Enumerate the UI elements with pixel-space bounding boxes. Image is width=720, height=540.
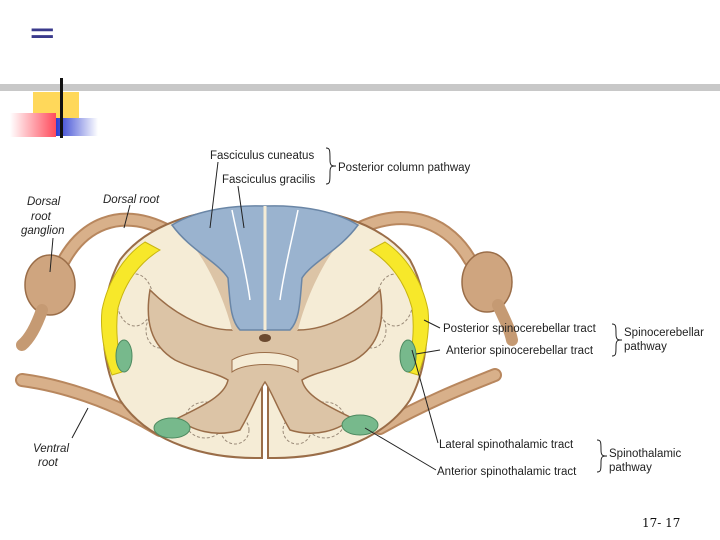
dorsal-root-right bbox=[353, 211, 477, 267]
anterior-fissure bbox=[231, 352, 299, 374]
ganglion-root-right bbox=[492, 299, 518, 346]
label-spinocerebellar-pathway-2: pathway bbox=[624, 341, 667, 353]
leader-lines bbox=[49, 147, 623, 473]
gray-matter bbox=[147, 268, 383, 434]
cuneatus-gracilis-divider-right bbox=[279, 209, 299, 301]
label-dorsal-root-ganglion-2: root bbox=[31, 211, 52, 223]
label-spinothalamic-pathway-1: Spinothalamic bbox=[609, 448, 681, 460]
label-lateral-spinothalamic-tract: Lateral spinothalamic tract bbox=[439, 439, 574, 451]
dorsal-root-left bbox=[53, 212, 177, 275]
label-fasciculus-cuneatus: Fasciculus cuneatus bbox=[210, 150, 314, 162]
slide-decoration-blue-block bbox=[56, 118, 98, 136]
dorsal-root-ganglion-right bbox=[461, 251, 513, 313]
slide-decoration-bar bbox=[0, 84, 720, 91]
label-ventral-root-1: Ventral bbox=[33, 443, 69, 455]
label-anterior-spinocerebellar-tract: Anterior spinocerebellar tract bbox=[446, 345, 594, 357]
label-posterior-spinocerebellar-tract: Posterior spinocerebellar tract bbox=[443, 323, 597, 335]
label-spinothalamic-pathway-2: pathway bbox=[609, 462, 652, 474]
label-spinocerebellar-pathway-1: Spinocerebellar bbox=[624, 327, 704, 339]
slide-decoration-vertical-line bbox=[60, 78, 63, 138]
anterior-spinocerebellar-tract-right bbox=[399, 339, 417, 373]
label-dorsal-root-ganglion-1: Dorsal bbox=[27, 196, 61, 208]
posterior-spinocerebellar-tract-right bbox=[368, 241, 429, 376]
cuneatus-gracilis-divider-left bbox=[231, 209, 251, 301]
label-fasciculus-gracilis: Fasciculus gracilis bbox=[222, 174, 316, 186]
posterior-spinocerebellar-tract-left bbox=[101, 241, 162, 376]
page-number: 17- 17 bbox=[642, 516, 681, 530]
anterior-spinocerebellar-tract-left bbox=[115, 339, 133, 373]
slide-decoration-red-block bbox=[10, 113, 56, 137]
central-canal bbox=[259, 334, 271, 342]
ganglion-root-left bbox=[16, 304, 48, 351]
label-ventral-root-2: root bbox=[38, 457, 59, 469]
dorsal-root-ganglion-left bbox=[24, 254, 76, 316]
lateral-spinothalamic-tract-left bbox=[153, 417, 191, 439]
menu-glyph: = bbox=[28, 13, 57, 53]
label-dorsal-root: Dorsal root bbox=[103, 194, 160, 206]
label-dorsal-root-ganglion-3: ganglion bbox=[21, 225, 64, 237]
label-anterior-spinothalamic-tract: Anterior spinothalamic tract bbox=[437, 466, 577, 478]
label-posterior-column-pathway: Posterior column pathway bbox=[338, 162, 471, 174]
ventral-root-right bbox=[373, 368, 502, 435]
